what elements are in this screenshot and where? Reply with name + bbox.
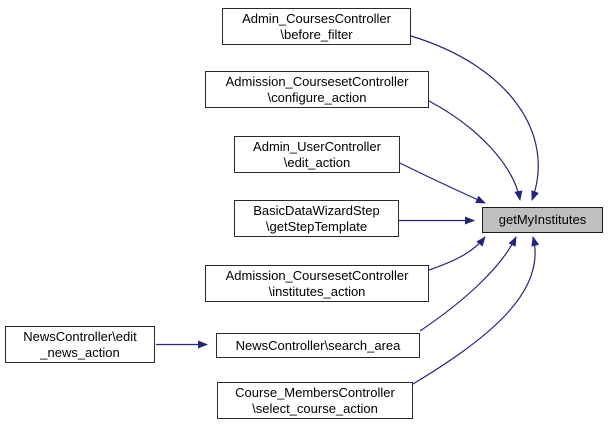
edge-institutes-action-to-getmyinstitutes [428,236,486,271]
node-admission-courseset-configure-action[interactable]: Admission_CoursesetController \configure… [205,71,429,108]
node-course-members-select-course-action[interactable]: Course_MembersController \select_course_… [217,382,413,419]
node-news-edit-news-action[interactable]: NewsController\edit _news_action [5,326,155,363]
node-admin-user-edit-action[interactable]: Admin_UserController \edit_action [234,136,400,173]
node-admission-courseset-institutes-action[interactable]: Admission_CoursesetController \institute… [205,265,429,302]
edge-edit-action-to-getmyinstitutes [399,162,486,204]
node-news-search-area[interactable]: NewsController\search_area [216,333,420,358]
node-basicdata-wizardstep-getsteptemplate[interactable]: BasicDataWizardStep \getStepTemplate [234,200,399,237]
edge-select-course-action-to-getmyinstitutes [412,236,540,385]
edge-search-area-to-getmyinstitutes [419,236,517,332]
node-admin-courses-before-filter[interactable]: Admin_CoursesController \before_filter [222,8,411,45]
edge-configure-action-to-getmyinstitutes [428,100,523,201]
node-getmyinstitutes-target: getMyInstitutes [482,207,603,233]
edge-before-filter-to-getmyinstitutes [410,35,539,201]
